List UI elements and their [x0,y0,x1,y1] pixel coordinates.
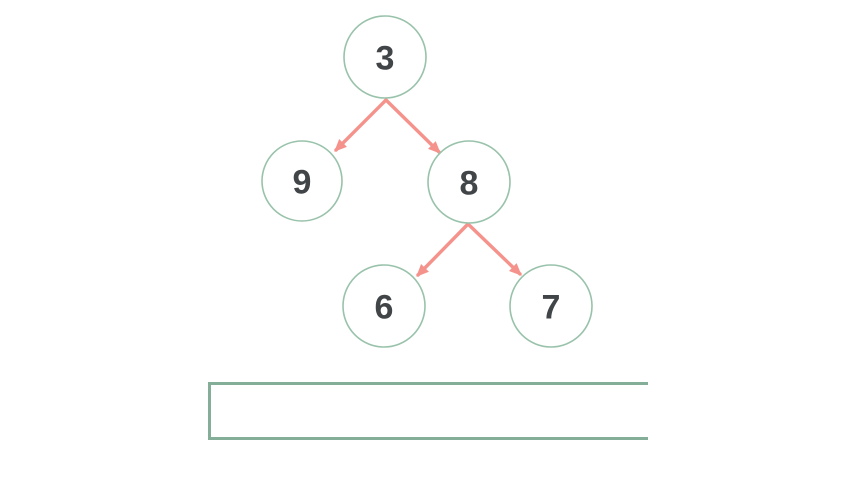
edge-3-to-8 [384,98,441,154]
node-value: 7 [542,288,561,326]
node-circle [343,15,427,99]
node-circle [509,264,593,348]
node-value: 6 [375,288,394,326]
node-circle [342,264,426,348]
answer-input-box[interactable] [207,381,648,440]
tree-node-8: 8 [427,140,511,224]
node-value: 9 [293,163,312,201]
node-value: 8 [460,164,479,202]
node-circle [427,140,511,224]
tree-node-9: 9 [261,140,343,222]
node-circle [261,140,343,222]
node-value: 3 [376,39,395,77]
tree-node-3: 3 [343,15,427,99]
tree-node-6: 6 [342,264,426,348]
edge-8-to-7 [466,222,522,276]
edge-3-to-9 [334,98,388,152]
tree-node-7: 7 [509,264,593,348]
edge-8-to-6 [416,222,470,277]
